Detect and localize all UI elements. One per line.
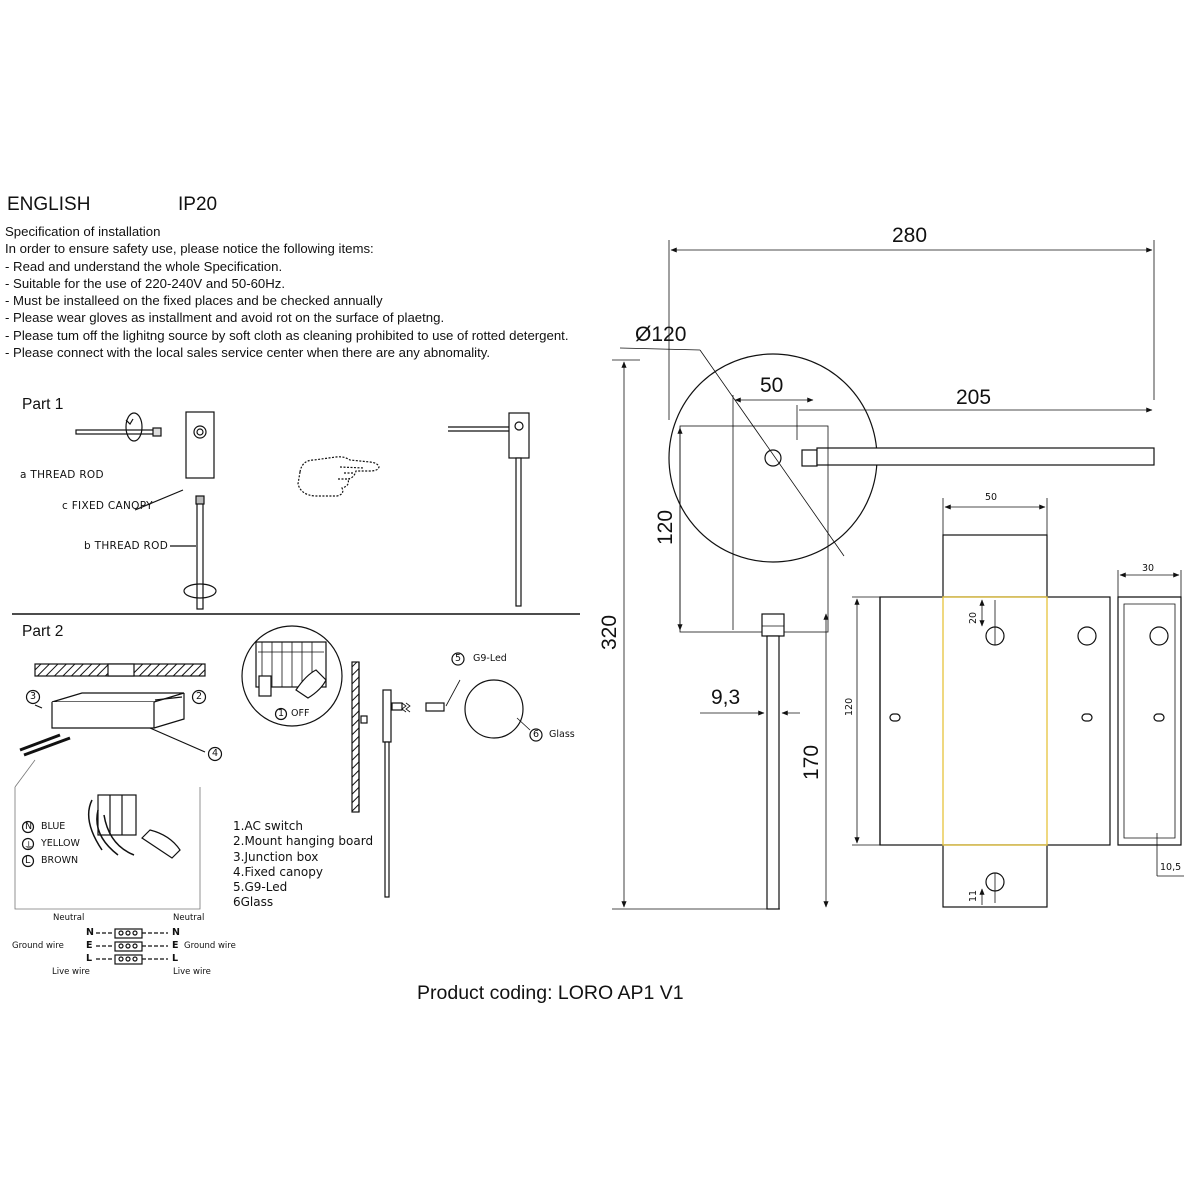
- part2-title: Part 2: [22, 623, 64, 640]
- spec-item: - Please wear gloves as installment and …: [5, 310, 445, 326]
- spec-block: Specification of installation In order t…: [5, 223, 569, 361]
- callout-1: 1: [278, 708, 285, 719]
- legend-item: 6Glass: [233, 895, 274, 910]
- dim-offset-50: 50: [760, 374, 784, 397]
- front-view-drawing: [612, 240, 1155, 910]
- callout-6: 6: [533, 729, 540, 740]
- callout-4: 4: [212, 748, 219, 759]
- ac-switch-drawing: [241, 625, 343, 727]
- fixed-canopy-label: c FIXED CANOPY: [62, 500, 153, 512]
- dim-plate-11: 11: [968, 889, 979, 902]
- dim-rod-170: 170: [800, 744, 823, 780]
- part1-thread-rod-a: [75, 412, 162, 442]
- wire-color-yellow: YELLOW: [41, 838, 80, 849]
- wire-code-n: N: [25, 821, 33, 832]
- side-profile-drawing: [1117, 570, 1184, 877]
- dim-height-320: 320: [598, 614, 621, 650]
- wiring-ground-right: Ground wire: [184, 941, 236, 951]
- callout-3: 3: [30, 691, 37, 702]
- off-label: OFF: [291, 708, 310, 719]
- legend-item: 5.G9-Led: [233, 880, 288, 895]
- wire-code-l: L: [25, 855, 31, 866]
- thread-rod-a-label: a THREAD ROD: [20, 469, 104, 481]
- spec-title: Specification of installation: [5, 224, 161, 239]
- wiring-ground-left: Ground wire: [12, 941, 64, 951]
- wall-lamp-side-drawing: [351, 652, 465, 898]
- part1-fixed-canopy: [134, 411, 215, 511]
- glass-label: Glass: [549, 729, 575, 740]
- dim-arm-205: 205: [956, 386, 992, 409]
- dim-plate-50: 50: [985, 492, 998, 503]
- wiring-live-right: Live wire: [173, 967, 211, 977]
- part1-title: Part 1: [22, 396, 64, 413]
- dim-side-30: 30: [1142, 563, 1155, 574]
- hand-pointer-icon: [297, 456, 380, 497]
- ip-rating: IP20: [178, 194, 218, 215]
- dim-rod-9-3: 9,3: [711, 686, 741, 709]
- wiring-diagram: [96, 928, 168, 965]
- dim-height-120: 120: [654, 509, 677, 545]
- wire-code-ground: ⏚: [24, 841, 34, 852]
- legend-item: 2.Mount hanging board: [233, 834, 374, 849]
- parts-legend: 1.AC switch 2.Mount hanging board 3.Junc…: [233, 819, 373, 911]
- legend-item: 4.Fixed canopy: [233, 864, 323, 879]
- wire-color-box: [14, 759, 201, 910]
- spec-item: - Read and understand the whole Specific…: [5, 258, 283, 274]
- mount-plate-drawing: [852, 498, 1111, 908]
- spec-item: - Please connect with the local sales se…: [5, 345, 491, 361]
- spec-item: - Suitable for the use of 220-240V and 5…: [5, 275, 286, 291]
- wiring-neutral-right: Neutral: [173, 913, 205, 923]
- part1-assembled-fixture: [448, 412, 530, 607]
- wiring-n-left: N: [86, 927, 94, 938]
- dim-plate-120: 120: [844, 697, 855, 716]
- dim-diameter: Ø120: [635, 323, 687, 346]
- wiring-l-left: L: [86, 953, 93, 964]
- spec-intro: In order to ensure safety use, please no…: [5, 241, 374, 257]
- thread-rod-b-label: b THREAD ROD: [84, 540, 169, 552]
- part1-thread-rod-b: [170, 495, 217, 610]
- spec-item: - Must be installeed on the fixed places…: [5, 293, 383, 309]
- mount-board-drawing: [19, 663, 206, 757]
- product-coding: Product coding: LORO AP1 V1: [417, 982, 684, 1004]
- wire-color-blue: BLUE: [41, 821, 66, 832]
- callout-5: 5: [455, 653, 462, 664]
- dim-total-width: 280: [892, 224, 928, 247]
- wiring-l-right: L: [172, 953, 179, 964]
- wiring-e-left: E: [86, 940, 93, 951]
- glass-globe-drawing: [464, 679, 543, 742]
- language-label: ENGLISH: [7, 194, 91, 215]
- wiring-n-right: N: [172, 927, 180, 938]
- dim-plate-20: 20: [968, 611, 979, 624]
- wiring-e-right: E: [172, 940, 179, 951]
- callout-circles: [25, 689, 223, 762]
- wiring-live-left: Live wire: [52, 967, 90, 977]
- wiring-neutral-left: Neutral: [53, 913, 85, 923]
- legend-item: 1.AC switch: [233, 819, 303, 833]
- g9-led-label: G9-Led: [473, 653, 507, 664]
- wire-color-brown: BROWN: [41, 855, 79, 866]
- legend-item: 3.Junction box: [233, 849, 319, 864]
- callout-2: 2: [196, 691, 203, 702]
- spec-item: - Please tum off the lighitng source by …: [5, 327, 569, 343]
- dim-side-10-5: 10,5: [1160, 862, 1182, 873]
